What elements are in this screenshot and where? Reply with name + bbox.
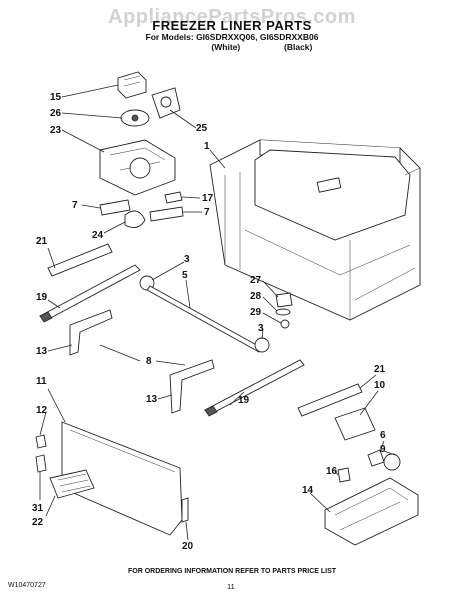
part-29-clip <box>280 319 290 329</box>
part-23-housing <box>99 139 176 196</box>
callout-14: 14 <box>302 485 314 496</box>
callout-22: 22 <box>32 517 44 528</box>
part-26-motor <box>120 109 150 127</box>
callout-31: 31 <box>32 503 44 514</box>
part-16-switch <box>337 467 351 483</box>
part-7-block-left <box>99 199 131 216</box>
part-5-axle <box>146 285 263 353</box>
part-1-freezer-liner <box>209 139 421 321</box>
part-13-bracket-right <box>169 359 215 414</box>
part-19-slide-right <box>204 359 305 417</box>
callout-29: 29 <box>250 307 262 318</box>
part-9-bulb <box>383 453 401 471</box>
part-28-washer <box>275 308 291 316</box>
part-31-clip <box>35 454 47 473</box>
part-21-rail-right <box>297 383 363 417</box>
callout-numbers: 15 26 23 25 1 17 7 7 24 21 3 5 27 28 29 … <box>32 92 386 552</box>
part-20-pin <box>181 497 189 523</box>
callout-3-right: 3 <box>258 323 264 334</box>
callout-10: 10 <box>374 380 386 391</box>
callout-12: 12 <box>36 405 48 416</box>
part-12-screw <box>35 434 47 449</box>
callout-19-left: 19 <box>36 292 48 303</box>
part-19-slide-left <box>39 264 141 323</box>
callout-7-right: 7 <box>204 207 210 218</box>
callout-9: 9 <box>380 444 386 455</box>
part-3-roller-right <box>254 337 270 353</box>
callout-17: 17 <box>202 193 214 204</box>
callout-19-right: 19 <box>238 395 250 406</box>
callout-16: 16 <box>326 466 338 477</box>
part-15-bracket <box>117 71 147 99</box>
part-10-label <box>334 407 376 441</box>
color-black-label: (Black) <box>284 42 313 52</box>
part-17-clip <box>164 191 183 204</box>
part-22-grille <box>49 469 95 499</box>
part-24-fan-blade <box>124 210 146 229</box>
diagram-title: FREEZER LINER PARTS <box>152 18 312 33</box>
leader-lines <box>39 84 396 541</box>
callout-7-left: 7 <box>72 200 78 211</box>
callout-23: 23 <box>50 125 62 136</box>
callout-24: 24 <box>92 230 104 241</box>
callout-13-left: 13 <box>36 346 48 357</box>
callout-3-left: 3 <box>184 254 190 265</box>
callout-28: 28 <box>250 291 262 302</box>
callout-26: 26 <box>50 108 62 119</box>
part-7-block-right <box>149 206 184 222</box>
callout-21-right: 21 <box>374 364 386 375</box>
part-14-light-housing <box>324 477 419 546</box>
watermark: AppliancePartsPros.com <box>108 6 356 28</box>
callout-11: 11 <box>36 376 47 387</box>
callout-6: 6 <box>380 430 386 441</box>
callout-27: 27 <box>250 275 262 286</box>
model-numbers: For Models: GI6SDRXXQ06, GI6SDRXXB06 <box>145 32 319 42</box>
callout-8: 8 <box>146 356 152 367</box>
callout-1: 1 <box>204 141 210 152</box>
color-white-label: (White) <box>211 42 241 52</box>
part-25-fan-bracket <box>151 87 181 119</box>
page-number: 11 <box>227 582 235 591</box>
callout-5: 5 <box>182 270 188 281</box>
ordering-note: FOR ORDERING INFORMATION REFER TO PARTS … <box>127 568 337 575</box>
callout-20: 20 <box>182 541 194 552</box>
callout-21-left: 21 <box>36 236 48 247</box>
part-27-knob <box>275 292 293 308</box>
callout-25: 25 <box>196 123 208 134</box>
model-colors: (White) (Black) <box>0 42 464 52</box>
document-number: W10470727 <box>8 582 46 589</box>
part-13-bracket-left <box>69 309 113 356</box>
callout-15: 15 <box>50 92 62 103</box>
part-21-rail-left <box>47 243 113 277</box>
callout-13-right: 13 <box>146 394 158 405</box>
